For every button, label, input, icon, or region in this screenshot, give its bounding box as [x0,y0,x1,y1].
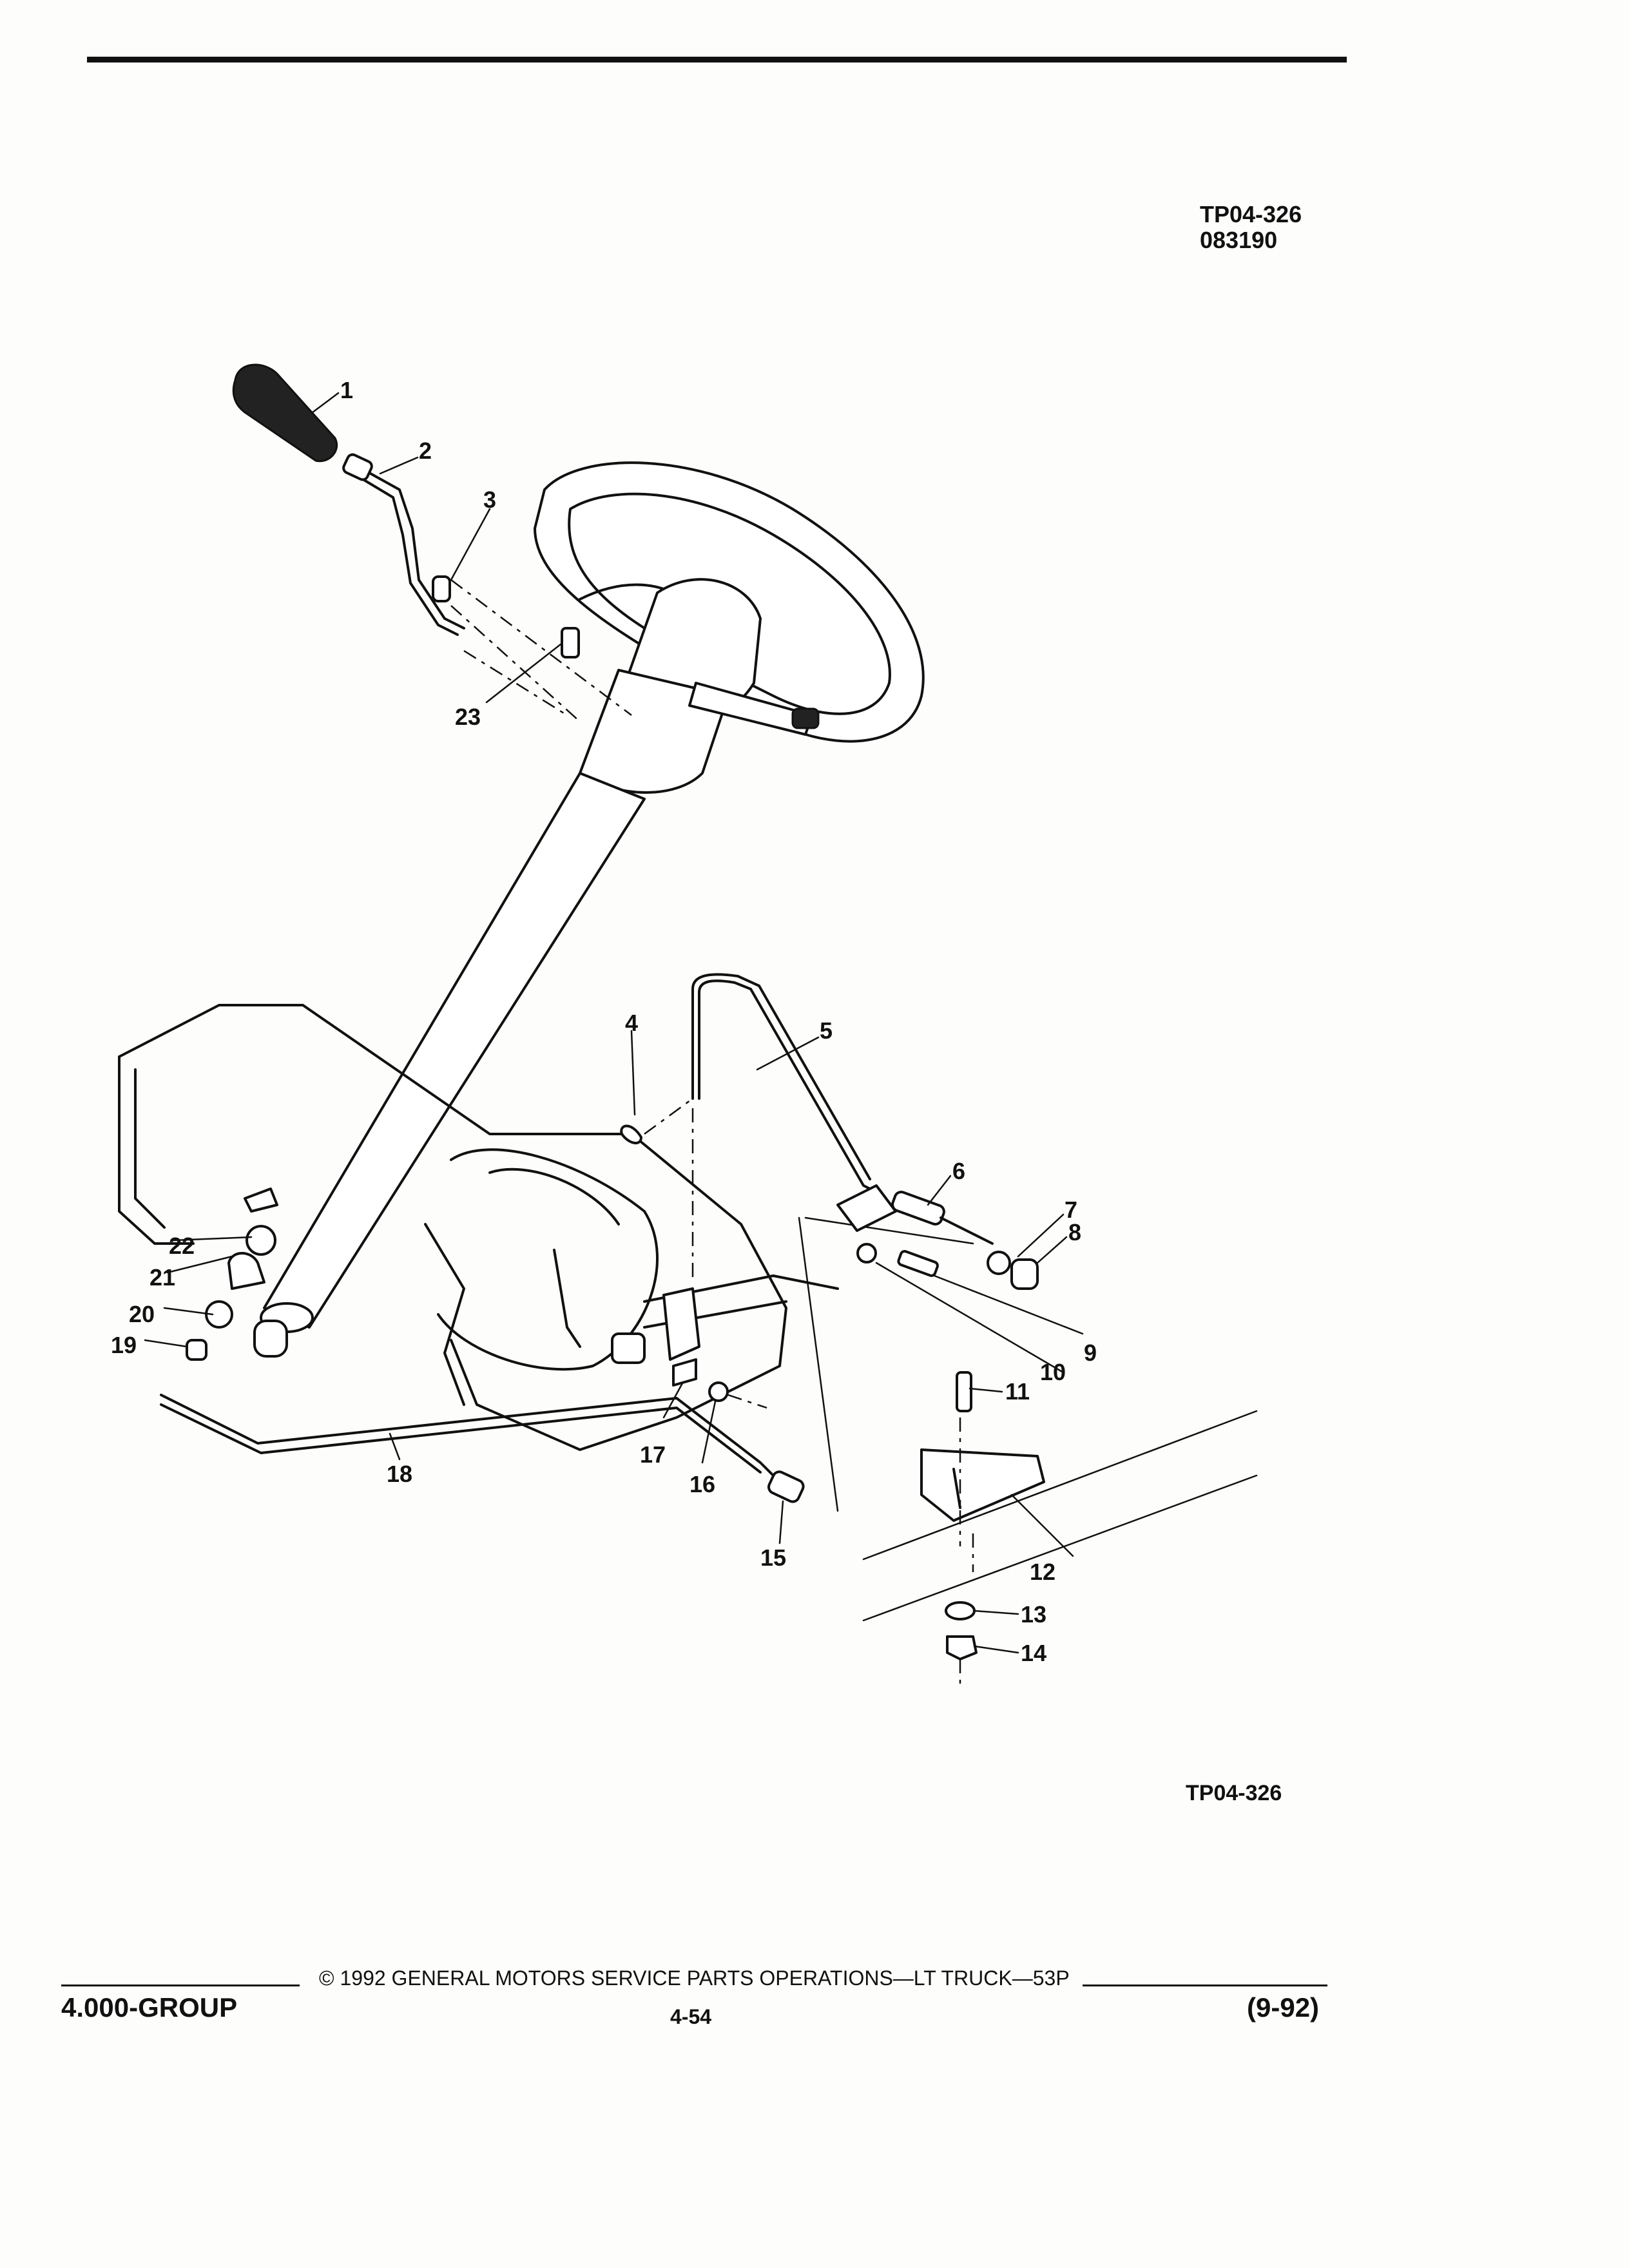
transmission [118,1004,839,1451]
frame-bracket [862,1371,1258,1688]
callout-6: 6 [952,1158,965,1184]
callout-8: 8 [1068,1219,1081,1245]
callout-12: 12 [1030,1559,1055,1585]
bracket-hardware [662,1216,974,1512]
footer-rule-right [1083,1984,1327,1986]
callout-18: 18 [387,1461,412,1487]
callout-20: 20 [129,1301,155,1327]
callout-1: 1 [340,377,353,403]
callout-labels: 1 2 3 4 5 6 7 8 9 10 11 12 13 14 15 16 1… [111,377,1097,1666]
shift-lever-assembly [232,363,632,722]
footer-copyright: © 1992 GENERAL MOTORS SERVICE PARTS OPER… [319,1966,1070,1990]
callout-19: 19 [111,1332,137,1358]
callout-23: 23 [455,704,481,730]
steering-column [253,578,820,1358]
footer-group: 4.000-GROUP [61,1992,238,2023]
date-code: 083190 [1200,227,1278,253]
figure-caption: TP04-326 [1186,1781,1282,1805]
callout-3: 3 [483,486,496,513]
callout-10: 10 [1040,1359,1066,1385]
callout-21: 21 [149,1264,175,1291]
top-rule [87,57,1347,62]
cable-end-parts [836,1184,1039,1290]
page-number: 4-54 [670,2005,712,2028]
callout-15: 15 [760,1544,786,1571]
revision-code: (9-92) [1247,1992,1320,2023]
callout-4: 4 [625,1010,638,1036]
footer-rule-left [61,1984,300,1986]
figure-code: TP04-326 [1200,201,1302,227]
callout-22: 22 [169,1233,195,1259]
callout-16: 16 [689,1471,715,1497]
linkage-rods [160,973,878,1483]
callout-2: 2 [419,437,432,464]
callout-14: 14 [1021,1640,1046,1666]
callout-7: 7 [1065,1196,1077,1223]
callout-5: 5 [820,1017,833,1044]
callout-leaders [144,392,1084,1654]
callout-13: 13 [1021,1601,1046,1628]
callout-9: 9 [1084,1340,1097,1366]
callout-17: 17 [640,1441,666,1468]
callout-11: 11 [1005,1378,1030,1405]
lower-linkage-parts [186,1187,278,1361]
